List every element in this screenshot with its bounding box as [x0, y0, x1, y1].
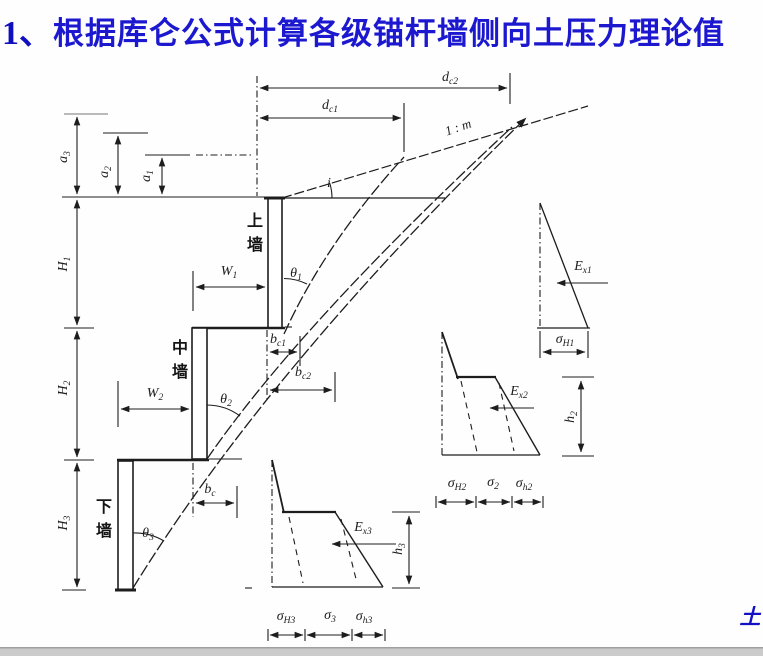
title-text: 根据库仑公式计算各级锚杆墙侧向土压力理论值	[53, 16, 725, 51]
dimension-H3	[62, 462, 86, 591]
ground-surface	[266, 105, 589, 199]
dimension-dc1	[259, 103, 405, 152]
dim-bc-label: bc	[204, 482, 216, 499]
pressure-diagram-1	[537, 202, 608, 358]
dimension-a3	[64, 113, 108, 195]
dimension-W2	[117, 381, 190, 427]
middle-wall-label: 中墙	[171, 340, 188, 381]
pressure-diagram-3	[267, 459, 420, 641]
slope-angle-i-label: i	[327, 176, 331, 191]
dim-W1-label: W1	[220, 264, 238, 281]
angle-theta1-label: θ1	[290, 266, 302, 283]
dimension-H1	[64, 199, 94, 329]
force-Ex1-label: Ex1	[574, 259, 592, 276]
force-Ex2-label: Ex2	[510, 384, 528, 401]
dim-W2-label: W2	[146, 386, 164, 403]
dim-H1-label: H1	[56, 256, 73, 272]
dimension-a2	[103, 132, 148, 195]
failure-plane-3	[132, 117, 527, 589]
title-number: 1、	[2, 15, 53, 52]
middle-bench	[117, 458, 242, 462]
stress-sigma3-label: σ3	[324, 608, 336, 625]
failure-plane-2	[206, 126, 513, 460]
dimension-a1	[145, 154, 254, 195]
force-Ex3-label: Ex3	[354, 520, 372, 537]
dimension-h2	[562, 376, 594, 457]
middle-wall	[191, 327, 208, 460]
stress-sigma2-label: σ2	[487, 475, 499, 492]
lower-wall	[115, 460, 136, 592]
failure-plane-1	[283, 156, 405, 335]
stress-sigmaH3-label: σH3	[276, 609, 296, 626]
angle-theta2-arc	[206, 404, 241, 417]
upper-wall	[264, 196, 285, 329]
watermark-character: 土	[739, 605, 761, 629]
dimension-h3	[392, 511, 420, 589]
stress-sigmah3-label: σh3	[355, 609, 373, 626]
stress-sigmah2-label: σh2	[515, 476, 533, 493]
dim-bc1-label: bc1	[270, 332, 286, 349]
angle-theta1-arc	[283, 277, 308, 285]
dimension-H2	[64, 330, 94, 461]
dim-h3-label: h3	[391, 543, 408, 555]
stress-sigmaH1-label: σH1	[555, 332, 575, 349]
dim-dc2-label: dc2	[442, 70, 458, 87]
pressure-diagram-2	[435, 331, 594, 508]
dim-a2-label: a2	[97, 166, 114, 178]
upper-wall-label: 上墙	[246, 213, 263, 254]
dim-h2-label: h2	[563, 411, 580, 423]
slide-title: 1、根据库仑公式计算各级锚杆墙侧向土压力理论值	[2, 5, 763, 54]
dim-H2-label: H2	[56, 380, 73, 396]
dimension-W1	[192, 271, 266, 311]
angle-theta2-label: θ2	[220, 392, 232, 409]
dim-a1-label: a1	[139, 170, 156, 182]
dimension-bc1	[266, 330, 301, 400]
slope-angle-i-arc	[329, 182, 333, 199]
dimension-bc	[192, 463, 238, 518]
bottom-window-edge-bar	[0, 647, 763, 656]
dimension-sigma-row-3	[267, 629, 386, 641]
dim-dc1-label: dc1	[322, 98, 338, 115]
dim-bc2-label: bc2	[295, 365, 311, 382]
dim-H3-label: H3	[56, 515, 73, 531]
dimension-sigma-row-2	[435, 496, 544, 508]
lower-wall-label: 下墙	[95, 499, 112, 540]
angle-theta3-label: θ3	[142, 526, 154, 543]
stress-sigmaH2-label: σH2	[447, 476, 467, 493]
dimension-bc2	[269, 372, 336, 402]
angle-theta3-arc	[132, 532, 165, 542]
dim-a3-label: a3	[56, 151, 73, 163]
dimension-dc2	[259, 73, 511, 104]
